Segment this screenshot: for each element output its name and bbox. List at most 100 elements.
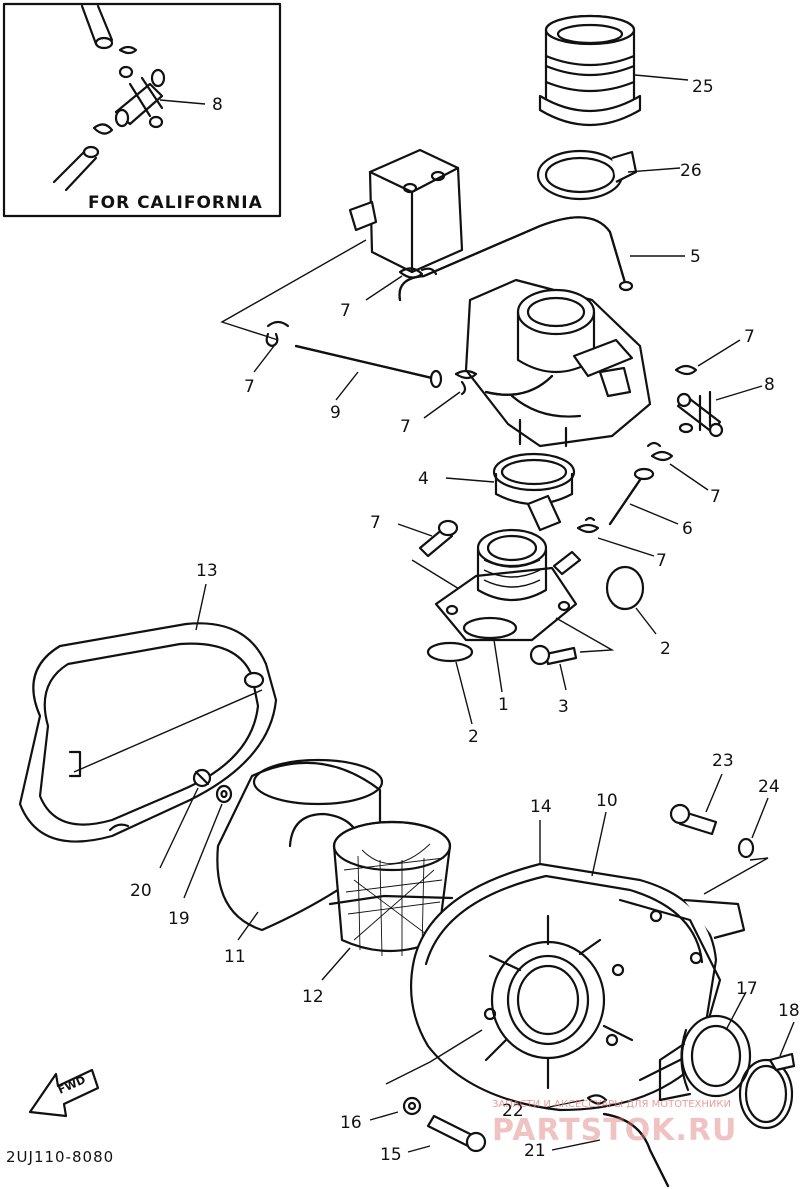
leader-22 <box>543 1099 585 1109</box>
leader-21 <box>551 1139 601 1151</box>
hose-clip-7-mid <box>454 369 478 396</box>
callout-12: 12 <box>302 987 324 1007</box>
drain-hose-21 <box>602 1112 670 1188</box>
callout-23: 23 <box>712 751 734 771</box>
leader-15 <box>407 1145 431 1153</box>
carb-small-hose <box>484 374 554 396</box>
leader-7-upper <box>365 275 403 301</box>
leader-7-left <box>253 345 275 373</box>
leader-16-to-case <box>385 1029 483 1085</box>
callout-16: 16 <box>340 1113 362 1133</box>
air-filter-case-14 <box>409 862 746 1112</box>
clamp-band-26 <box>536 149 638 201</box>
callout-3-lower: 3 <box>558 697 569 717</box>
leader-7-mid <box>423 391 461 419</box>
leader-24-to-case <box>703 857 769 895</box>
leader-16 <box>369 1111 399 1121</box>
leader-2-right <box>635 607 657 635</box>
element-guide-12 <box>328 820 454 957</box>
washer-16 <box>402 1096 422 1116</box>
leader-6 <box>629 503 679 525</box>
hose-6 <box>608 467 655 526</box>
callout-7-right-upper: 7 <box>744 327 755 347</box>
callout-13: 13 <box>196 561 218 581</box>
callout-3-upper: 7 <box>370 513 381 533</box>
leader-4 <box>445 477 495 483</box>
intake-joint-25 <box>538 14 642 126</box>
leader-2-left <box>455 661 473 725</box>
washer-24 <box>737 837 755 859</box>
leader-26 <box>627 167 681 173</box>
hose-clip-7-left <box>265 320 290 348</box>
forward-direction-arrow: FWD <box>28 1068 100 1118</box>
callout-22: 22 <box>502 1101 524 1121</box>
callout-19: 19 <box>168 909 190 929</box>
air-filter-cover-13 <box>18 622 278 843</box>
leader-23 <box>705 773 723 813</box>
inset-clip-upper <box>118 45 138 55</box>
hose-clip-7-right-upper <box>674 364 698 376</box>
leader-17 <box>725 991 747 1031</box>
callout-24: 24 <box>758 777 780 797</box>
hose-clip-7-upper <box>398 267 438 279</box>
callout-4: 4 <box>418 469 429 489</box>
callout-7-low: 7 <box>656 551 667 571</box>
leader-7-right-upper <box>697 339 741 367</box>
o-ring-2-left <box>426 641 474 663</box>
callout-2-right: 2 <box>660 639 671 659</box>
leader-7-right-lower <box>669 463 709 491</box>
callout-17: 17 <box>736 979 758 999</box>
callout-26: 26 <box>680 161 702 181</box>
watermark-tagline: ЗАПАСТИ И АКСЕССУАРЫ ДЛЯ МОТОТЕХНИКИ <box>492 1099 731 1110</box>
callout-5: 5 <box>690 247 701 267</box>
callout-1: 1 <box>498 695 509 715</box>
leader-3-lower <box>559 663 567 691</box>
hose-clamp-4 <box>492 452 576 532</box>
drawing-code: 2UJ110-8080 <box>6 1148 114 1166</box>
leader-cover-to-clip <box>220 239 367 341</box>
watermark-brand: PARTSTOK.RU <box>492 1113 737 1148</box>
leader-19 <box>183 803 223 899</box>
callout-6: 6 <box>682 519 693 539</box>
callout-7-right-lower: 7 <box>710 487 721 507</box>
callout-11: 11 <box>224 947 246 967</box>
callout-18: 18 <box>778 1001 800 1021</box>
inset-clip-lower <box>92 123 114 135</box>
callout-9: 9 <box>330 403 341 423</box>
hose-clamp-18 <box>738 1052 796 1130</box>
leader-11 <box>237 911 259 941</box>
air-filter-joint-17 <box>658 1014 752 1102</box>
leader-3-upper-to-joint <box>411 559 465 593</box>
leader-13 <box>195 583 207 631</box>
callout-7-mid: 7 <box>400 417 411 437</box>
leader-24 <box>751 797 769 839</box>
callout-21: 21 <box>524 1141 546 1161</box>
carburetor-joint-1 <box>434 528 582 642</box>
leader-3-lower-to-joint <box>555 617 615 653</box>
inset-frame <box>2 2 282 218</box>
leader-8-inset <box>159 99 206 105</box>
inset-lower-hose <box>52 145 100 192</box>
inset-caption: FOR CALIFORNIA <box>88 193 263 213</box>
callout-8-right: 8 <box>764 375 775 395</box>
leader-3-upper <box>397 523 433 537</box>
carb-top-cover <box>348 148 464 274</box>
leader-10 <box>591 811 607 877</box>
callout-7-left: 7 <box>244 377 255 397</box>
leader-25 <box>634 74 689 81</box>
three-way-joint-8 <box>676 390 724 438</box>
callout-2-left: 2 <box>468 727 479 747</box>
leader-18 <box>779 1021 795 1057</box>
bolt-15 <box>426 1114 487 1153</box>
callout-20: 20 <box>130 881 152 901</box>
carburetor-body <box>464 278 652 448</box>
washer-19 <box>215 784 233 804</box>
callout-25: 25 <box>692 77 714 97</box>
breather-hose-5 <box>398 216 634 302</box>
hose-clip-7-low <box>576 516 600 534</box>
callout-15: 15 <box>380 1145 402 1165</box>
o-ring-2-right <box>605 565 645 611</box>
leader-20 <box>159 787 199 869</box>
